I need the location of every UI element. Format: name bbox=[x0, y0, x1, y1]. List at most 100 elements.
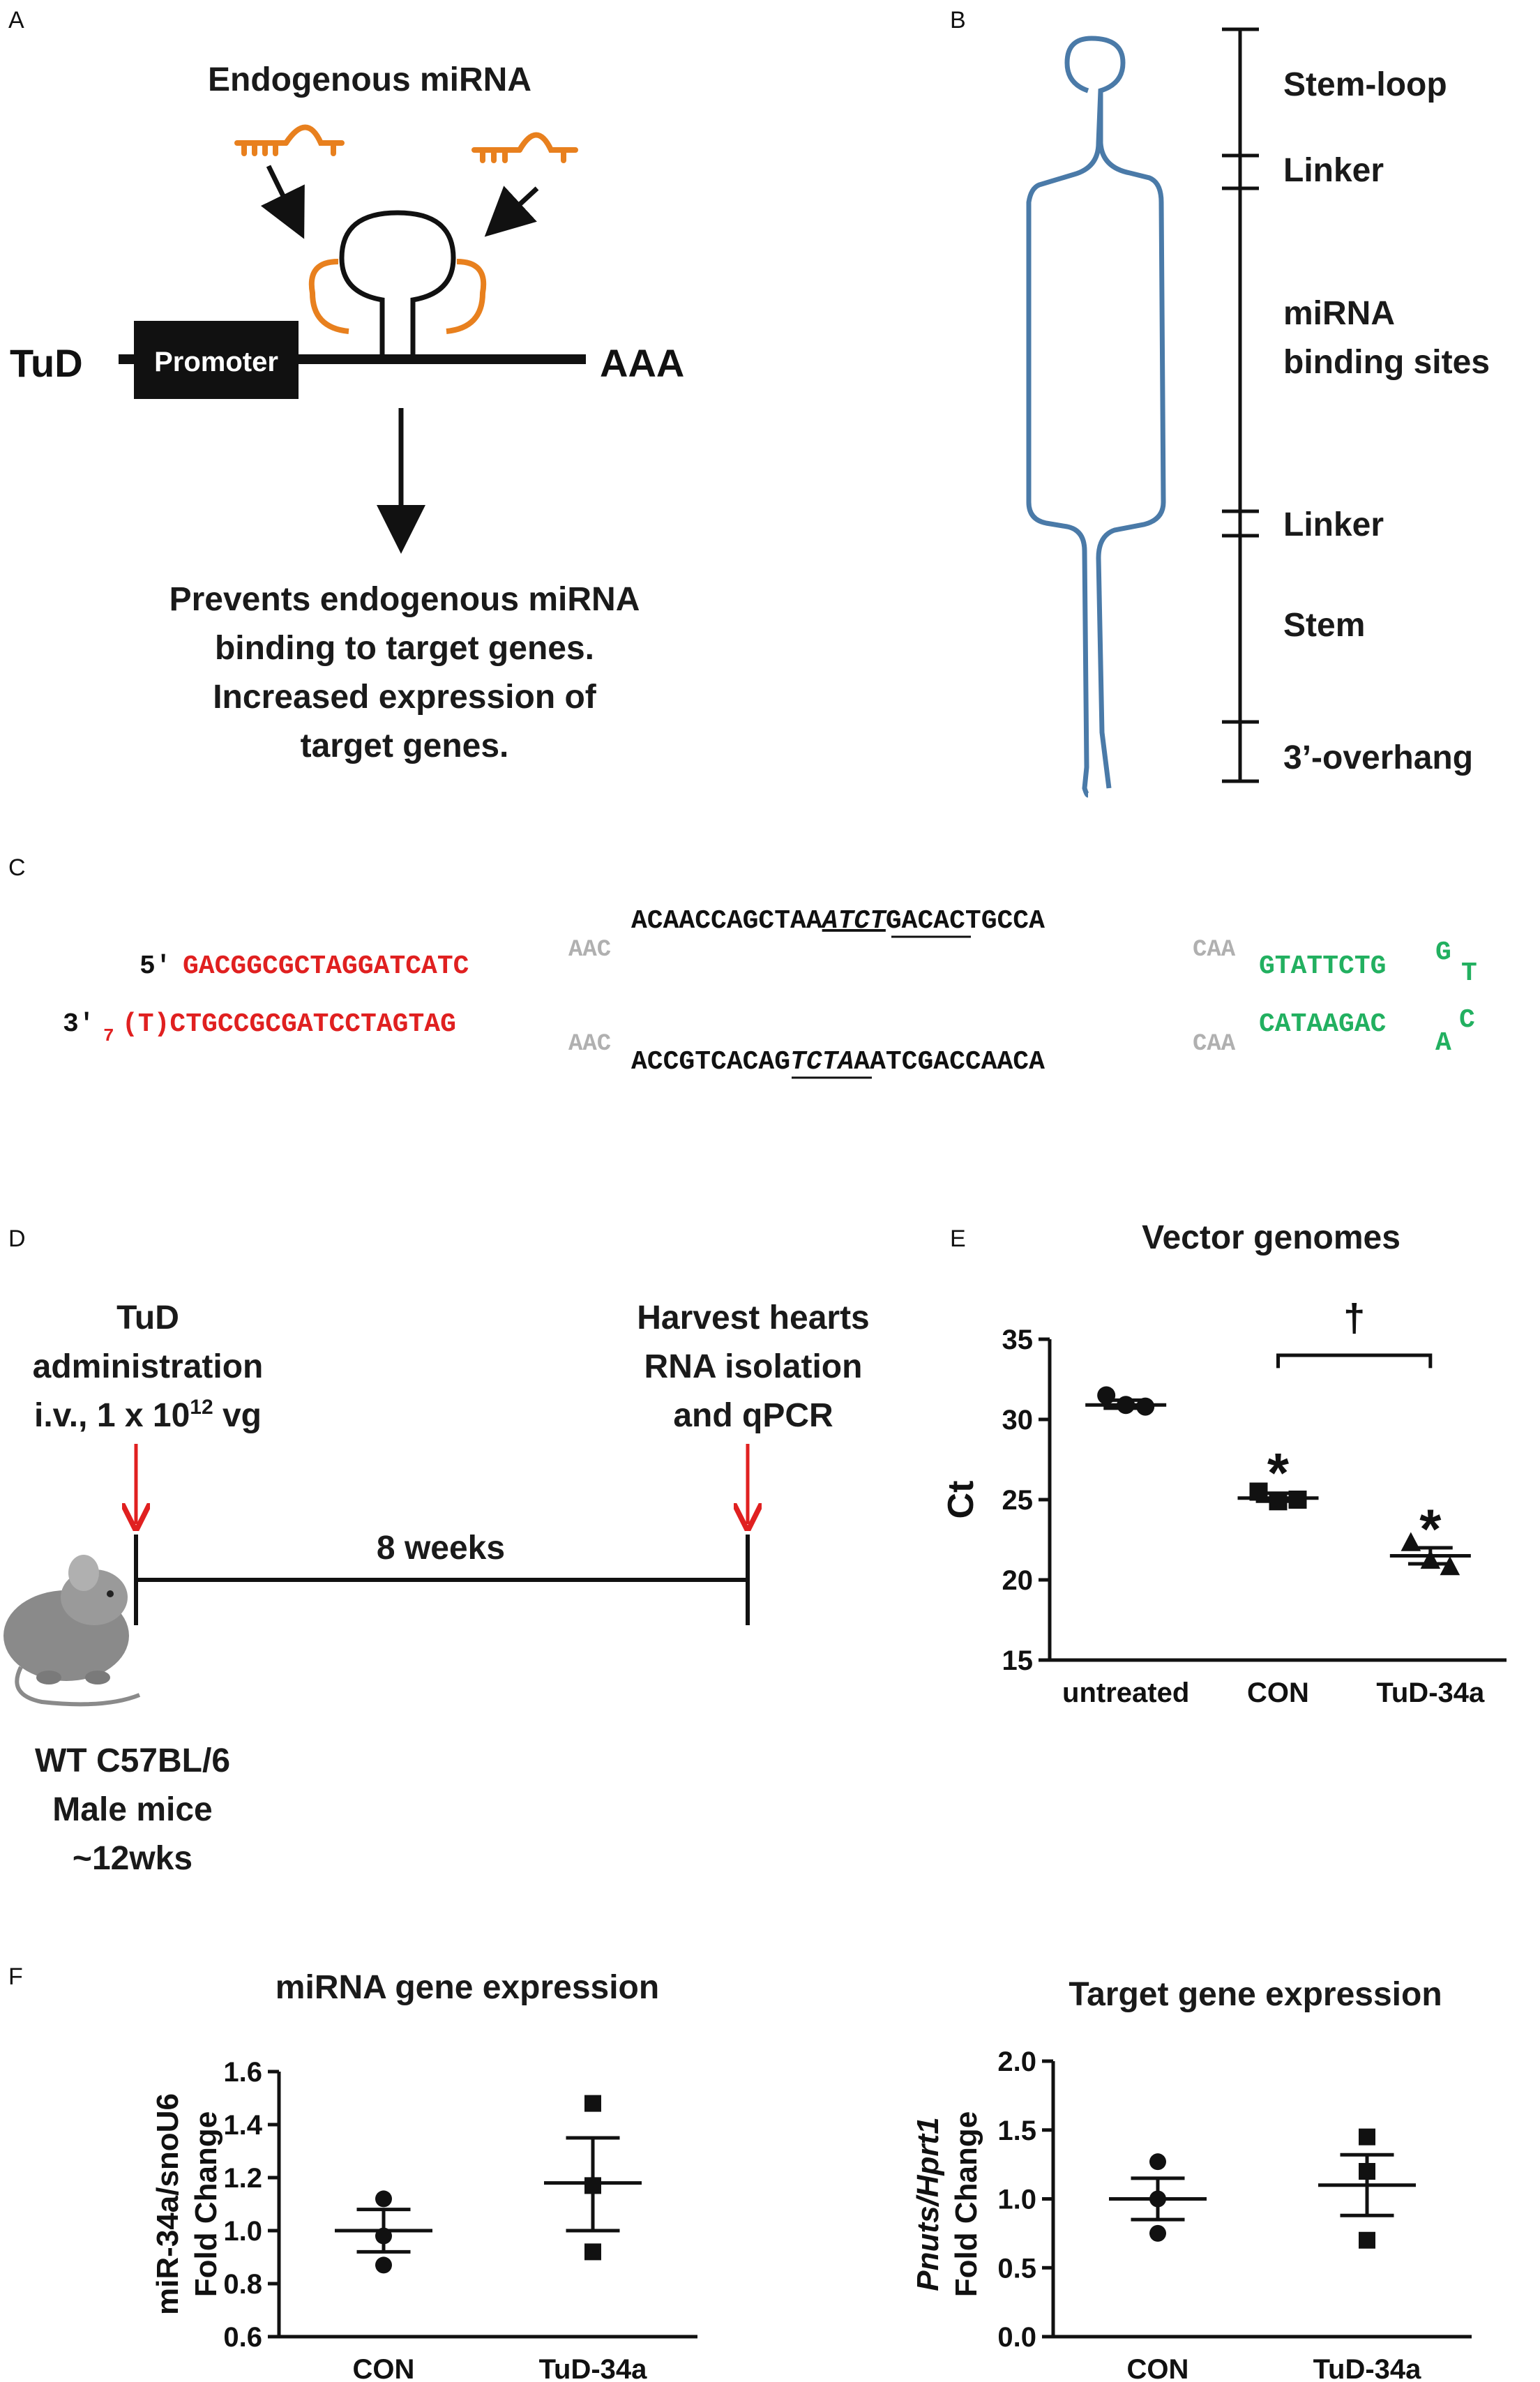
aaa-label: AAA bbox=[600, 341, 684, 385]
chart-mirna-expression: miRNA gene expression0.60.81.01.21.41.6C… bbox=[151, 1969, 697, 2382]
chart-title: miRNA gene expression bbox=[275, 1969, 659, 2006]
loop-g: G bbox=[1435, 937, 1451, 967]
top-prefix: 5′ bbox=[139, 951, 172, 981]
loop-t: T bbox=[1461, 958, 1477, 988]
left-line-2: administration bbox=[33, 1348, 264, 1385]
mouse-line-2: Male mice bbox=[52, 1791, 212, 1828]
y-tick-label: 0.0 bbox=[997, 2322, 1036, 2353]
panel-letter-b: B bbox=[950, 7, 966, 33]
caption-line-4: target genes. bbox=[301, 728, 509, 764]
data-point bbox=[1149, 2153, 1166, 2171]
mouse-line-3: ~12wks bbox=[73, 1840, 192, 1877]
bot-red-seq: (T)CTGCCGCGATCCTAGTAG bbox=[122, 1009, 456, 1039]
bracket-left bbox=[308, 259, 349, 334]
data-point bbox=[1359, 2128, 1375, 2146]
hairpin bbox=[339, 210, 456, 356]
data-point bbox=[1117, 1396, 1135, 1415]
data-point bbox=[584, 2177, 601, 2194]
y-tick-label: 0.5 bbox=[997, 2253, 1036, 2284]
y-tick-label: 20 bbox=[1002, 1565, 1034, 1596]
duration-label: 8 weeks bbox=[377, 1530, 505, 1567]
y-axis-label-2: Fold Change bbox=[949, 2111, 983, 2297]
y-tick-label: 2.0 bbox=[997, 2046, 1036, 2077]
chart-title: Target gene expression bbox=[1069, 1976, 1442, 2013]
x-tick-label: untreated bbox=[1062, 1678, 1189, 1708]
y-axis-label: Ct bbox=[941, 1481, 981, 1519]
mirna-icon-left bbox=[234, 124, 345, 156]
panel-letter-f: F bbox=[8, 1963, 23, 1990]
seg-stem-loop: Stem-loop bbox=[1283, 66, 1447, 103]
y-axis-label-1: Pnuts/Hprt1 bbox=[911, 2117, 945, 2291]
y-tick-label: 0.6 bbox=[223, 2322, 262, 2353]
data-point bbox=[1249, 1482, 1268, 1501]
seg-mirna: miRNA bbox=[1283, 295, 1395, 332]
x-tick-label: TuD-34a bbox=[539, 2354, 648, 2382]
endogenous-mirna-title: Endogenous miRNA bbox=[208, 61, 531, 98]
caa-bot: CAA bbox=[1193, 1031, 1236, 1057]
chart-target-expression: Target gene expression0.00.51.01.52.0CON… bbox=[911, 1976, 1472, 2382]
caption-line-3: Increased expression of bbox=[213, 679, 597, 716]
x-tick-label: TuD-34a bbox=[1376, 1678, 1485, 1708]
bot-loop-seq: ACCGTCACAGTCTAAATCGACCAACA bbox=[631, 1047, 1045, 1077]
data-point bbox=[1136, 1397, 1155, 1416]
loop-a: A bbox=[1435, 1028, 1451, 1058]
data-point bbox=[1359, 2231, 1375, 2249]
panel-letter-a: A bbox=[8, 7, 24, 33]
y-tick-label: 35 bbox=[1002, 1325, 1034, 1355]
data-point bbox=[1149, 2224, 1166, 2242]
data-point bbox=[1401, 1532, 1421, 1551]
data-point bbox=[1288, 1491, 1307, 1509]
data-point bbox=[375, 2190, 392, 2208]
dagger-annotation: † bbox=[1343, 1296, 1365, 1340]
y-tick-label: 0.8 bbox=[223, 2269, 262, 2300]
promoter-label: Promoter bbox=[154, 347, 278, 377]
data-point bbox=[584, 2243, 601, 2261]
chart-title: Vector genomes bbox=[1142, 1219, 1401, 1256]
caption-line-1: Prevents endogenous miRNA bbox=[169, 581, 640, 618]
panel-b: Stem-loop Linker miRNA binding sites Lin… bbox=[1026, 27, 1490, 798]
data-point bbox=[1440, 1556, 1460, 1576]
right-line-3: and qPCR bbox=[673, 1397, 833, 1434]
data-point bbox=[1149, 2190, 1166, 2208]
y-tick-label: 30 bbox=[1002, 1405, 1034, 1435]
panel-a: Endogenous miRNA Promoter TuD AAA Preven… bbox=[10, 61, 684, 764]
tud-label: TuD bbox=[10, 341, 83, 385]
seg-binding-sites: binding sites bbox=[1283, 344, 1490, 381]
seg-linker-2: Linker bbox=[1283, 506, 1384, 543]
seg-linker-1: Linker bbox=[1283, 152, 1384, 189]
loop-c: C bbox=[1459, 1005, 1475, 1035]
y-tick-label: 1.0 bbox=[997, 2185, 1036, 2215]
y-axis-label-2: Fold Change bbox=[189, 2111, 223, 2297]
right-line-1: Harvest hearts bbox=[637, 1299, 870, 1336]
x-tick-label: TuD-34a bbox=[1313, 2354, 1422, 2382]
data-point bbox=[584, 2095, 601, 2112]
significance-bracket bbox=[1276, 1353, 1433, 1369]
data-point bbox=[1420, 1549, 1441, 1569]
star-annotation: * bbox=[1419, 1498, 1442, 1560]
scale-ticks bbox=[1222, 27, 1259, 783]
panel-d: TuD administration i.v., 1 x 1012 vg Har… bbox=[3, 1299, 870, 1877]
bot-sub: 7 bbox=[103, 1025, 114, 1046]
arrow-left bbox=[260, 165, 305, 239]
panel-letter-c: C bbox=[8, 854, 26, 881]
y-tick-label: 1.4 bbox=[223, 2110, 262, 2141]
mouse-icon bbox=[3, 1555, 141, 1707]
data-point bbox=[375, 2227, 392, 2245]
y-tick-label: 1.6 bbox=[223, 2057, 262, 2088]
y-tick-label: 1.0 bbox=[223, 2216, 262, 2247]
mirna-icon-right bbox=[471, 132, 578, 163]
y-tick-label: 15 bbox=[1002, 1645, 1034, 1676]
y-axis-label-1: miR-34a/snoU6 bbox=[151, 2093, 185, 2315]
data-point bbox=[1269, 1492, 1288, 1511]
y-tick-label: 1.5 bbox=[997, 2116, 1036, 2146]
star-annotation: * bbox=[1267, 1442, 1290, 1504]
data-point bbox=[1359, 2163, 1375, 2180]
right-line-2: RNA isolation bbox=[644, 1348, 863, 1385]
bot-prefix: 3′ bbox=[63, 1009, 95, 1039]
x-tick-label: CON bbox=[353, 2354, 415, 2382]
seg-overhang: 3’-overhang bbox=[1283, 739, 1473, 776]
top-red-seq: GACGGCGCTAGGATCATC bbox=[183, 951, 469, 981]
left-line-1: TuD bbox=[116, 1299, 179, 1336]
